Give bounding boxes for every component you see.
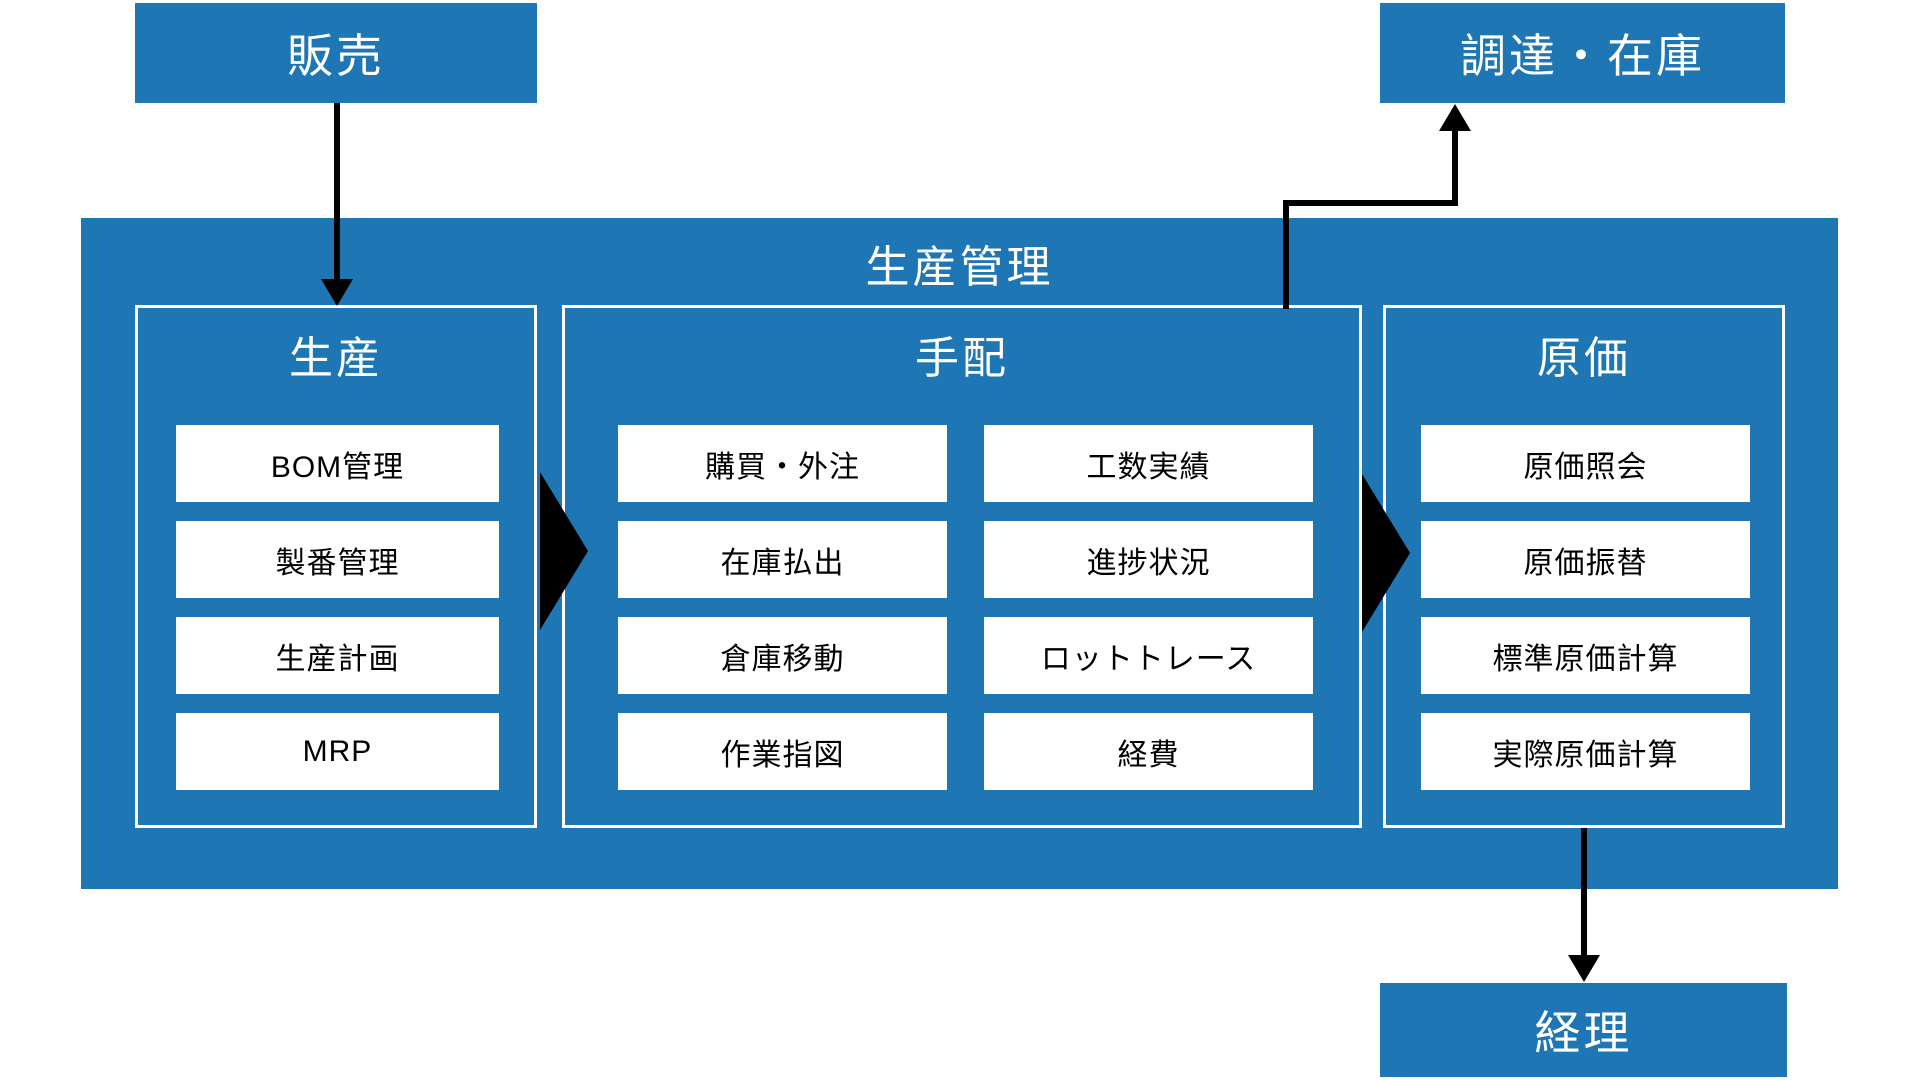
box-accounting-label: 経理 (1534, 1007, 1633, 1059)
main-title: 生産管理 (865, 243, 1054, 292)
item-warehouse-transfer: 倉庫移動 (618, 617, 947, 694)
item-work-instruction: 作業指図 (618, 713, 947, 790)
item-actual-costing: 実際原価計算 (1421, 713, 1750, 790)
section-arrangement-title: 手配 (915, 334, 1009, 383)
item-progress-status: 進捗状況 (984, 521, 1313, 598)
section-production: 生産 (135, 305, 537, 828)
item-lot-trace: ロットトレース (984, 617, 1313, 694)
item-expenses: 経費 (984, 713, 1313, 790)
item-inventory-issue: 在庫払出 (618, 521, 947, 598)
box-accounting: 経理 (1380, 983, 1787, 1077)
item-standard-costing: 標準原価計算 (1421, 617, 1750, 694)
item-seiban-management: 製番管理 (176, 521, 499, 598)
box-procurement: 調達・在庫 (1380, 3, 1785, 103)
flow-triangle-arrangement-to-cost-icon (1362, 474, 1410, 632)
item-bom-management: BOM管理 (176, 425, 499, 502)
item-cost-inquiry: 原価照会 (1421, 425, 1750, 502)
item-purchasing-outsourcing: 購買・外注 (618, 425, 947, 502)
box-procurement-label: 調達・在庫 (1460, 30, 1705, 82)
item-manhour-results: 工数実績 (984, 425, 1313, 502)
item-cost-transfer: 原価振替 (1421, 521, 1750, 598)
box-sales-label: 販売 (287, 30, 385, 82)
section-production-title: 生産 (289, 334, 383, 383)
item-production-planning: 生産計画 (176, 617, 499, 694)
box-sales: 販売 (135, 3, 537, 103)
item-mrp: MRP (176, 713, 499, 790)
section-cost-title: 原価 (1537, 334, 1631, 383)
flow-triangle-production-to-arrangement-icon (540, 472, 588, 630)
